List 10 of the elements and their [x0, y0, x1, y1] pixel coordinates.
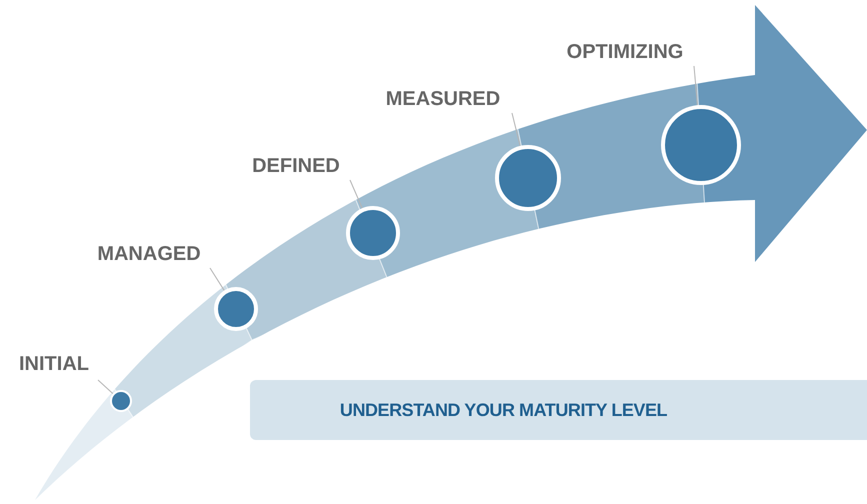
- banner: UNDERSTAND YOUR MATURITY LEVEL: [250, 380, 867, 440]
- leader-line: [98, 380, 114, 394]
- stage-label: MANAGED: [88, 242, 210, 266]
- leader-line: [512, 112, 521, 146]
- leader-line: [350, 180, 363, 209]
- stage-label: INITIAL: [10, 352, 98, 376]
- stage-label: DEFINED: [244, 154, 348, 178]
- stage-label: MEASURED: [376, 87, 510, 111]
- leader-line: [694, 66, 698, 106]
- stage-label: OPTIMIZING: [553, 40, 697, 64]
